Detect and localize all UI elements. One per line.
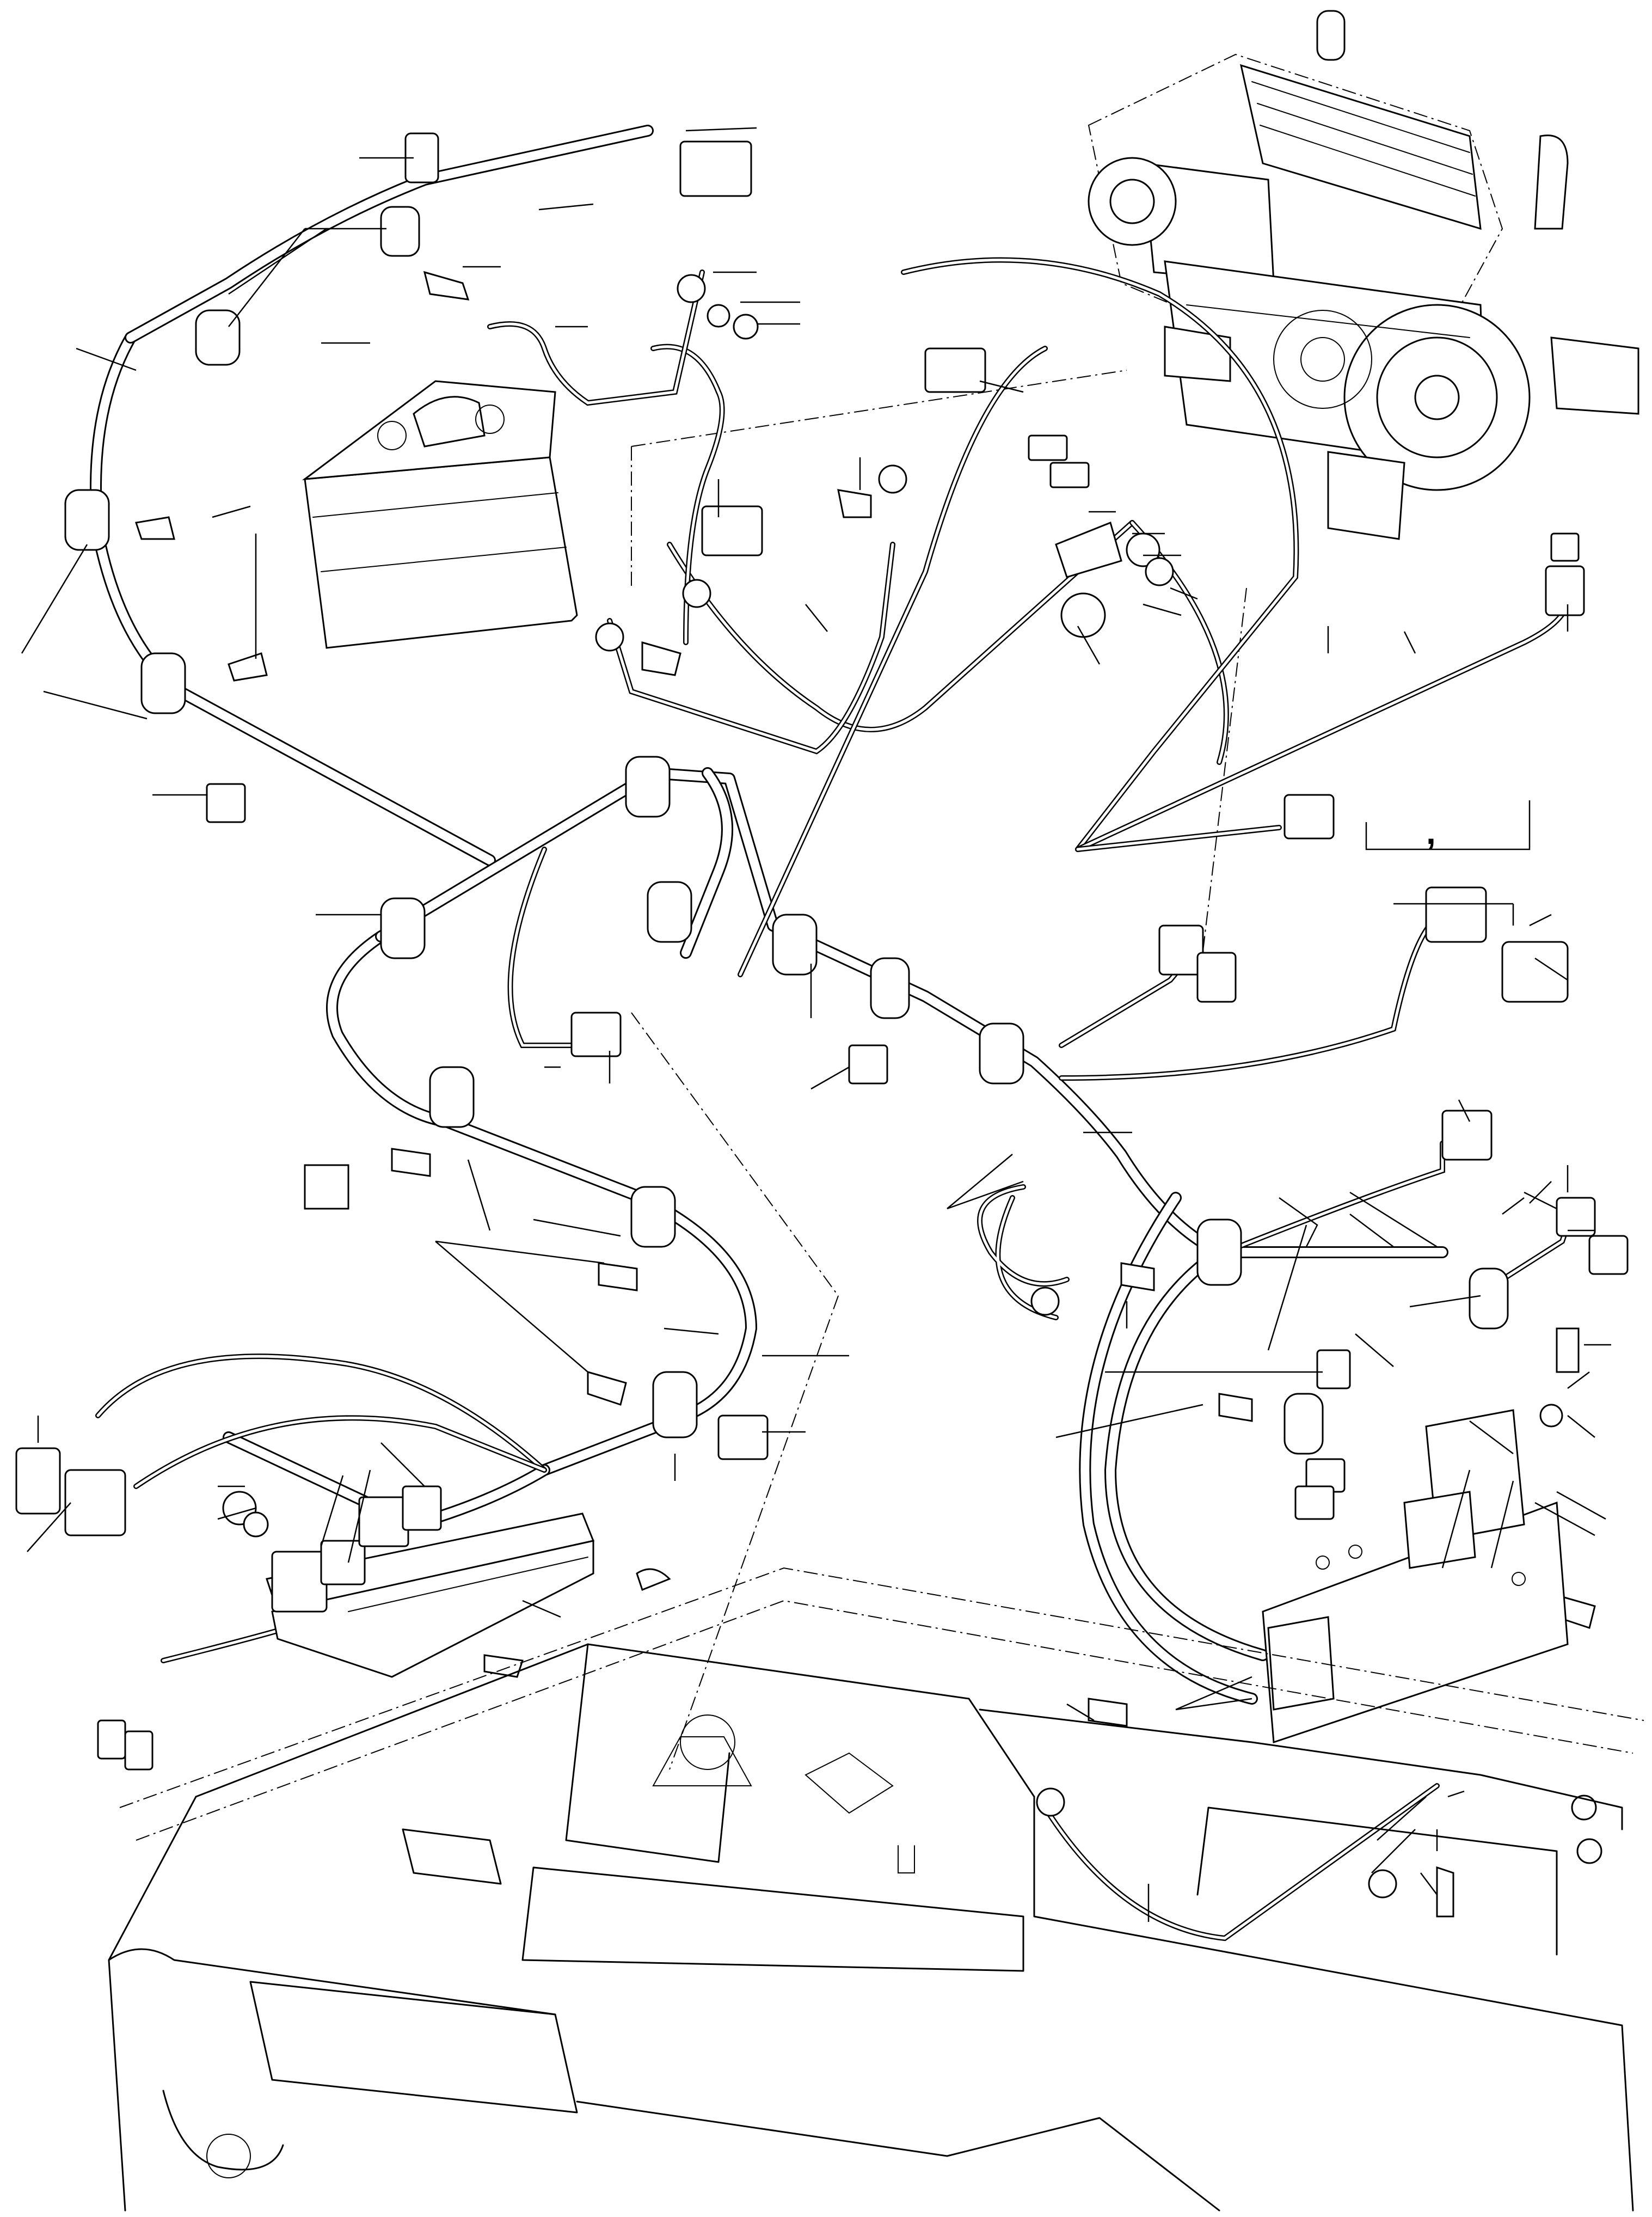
connectors bbox=[15, 140, 1629, 1771]
callout-leaders bbox=[21, 127, 1611, 1922]
harness-clamps bbox=[64, 132, 1509, 1460]
relay-bracket-left bbox=[266, 1485, 595, 1678]
engine-block bbox=[1088, 10, 1639, 540]
callout-mark: , bbox=[1426, 812, 1436, 852]
bolts-and-terminals bbox=[135, 271, 1602, 1918]
phantom-outlines bbox=[631, 370, 1247, 1770]
chassis-frame bbox=[108, 1567, 1644, 2212]
battery bbox=[302, 380, 578, 649]
